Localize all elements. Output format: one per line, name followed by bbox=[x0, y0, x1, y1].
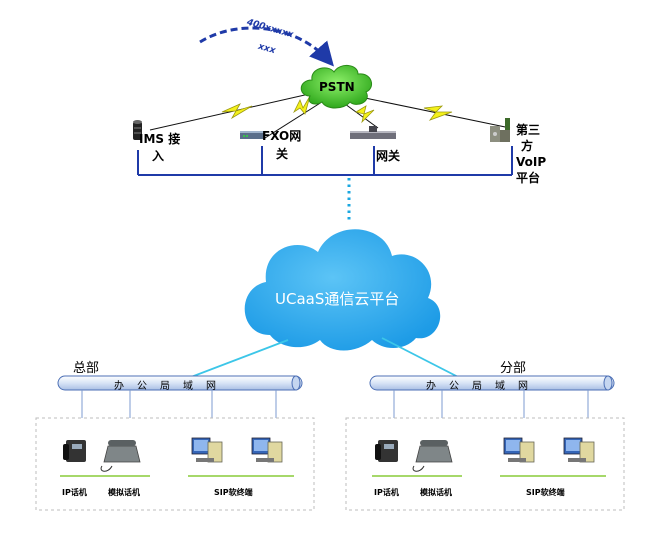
gateway-label: 网关 bbox=[376, 149, 401, 163]
lightning-icon bbox=[354, 105, 375, 124]
fxo-label-2: 关 bbox=[276, 147, 289, 161]
hq-sip-terminal-label: SIP软终端 bbox=[214, 488, 253, 497]
branch-lan-pipe bbox=[369, 375, 615, 391]
fxo-gateway-icon bbox=[240, 131, 264, 139]
voip-label-1: 第三 bbox=[516, 123, 541, 137]
lightning-icon bbox=[221, 103, 253, 120]
voip-label-4: 平台 bbox=[516, 171, 541, 185]
lightning-icon bbox=[423, 105, 453, 121]
ims-label-1: IMS 接 bbox=[139, 132, 181, 146]
hq-analog-phone-label: 模拟话机 bbox=[108, 488, 140, 497]
ims-label-2: 入 bbox=[152, 149, 165, 163]
voice-gateway-icon bbox=[350, 126, 396, 139]
voip-platform-icon bbox=[490, 118, 510, 142]
pstn-label: PSTN bbox=[319, 80, 355, 94]
access-bus bbox=[137, 146, 513, 176]
sip-terminal-icon bbox=[251, 437, 283, 463]
hq-lan-label: 办公局域网 bbox=[114, 381, 229, 392]
ip-phone-icon bbox=[63, 440, 86, 462]
sip-terminal-icon bbox=[563, 437, 595, 463]
branch-drop-lines bbox=[393, 390, 589, 418]
hq-ip-phone-label: IP话机 bbox=[62, 488, 87, 497]
sip-terminal-icon bbox=[191, 437, 223, 463]
branch-ip-phone-label: IP话机 bbox=[374, 488, 399, 497]
hq-title: 总部 bbox=[73, 361, 100, 376]
hq-devices bbox=[60, 437, 294, 477]
ip-phone-icon bbox=[375, 440, 398, 462]
pstn-cloud bbox=[300, 65, 373, 109]
dial-arrow bbox=[199, 26, 334, 67]
branch-site-box bbox=[345, 417, 625, 511]
ims-server-icon bbox=[133, 120, 142, 140]
branch-analog-phone-label: 模拟话机 bbox=[420, 488, 452, 497]
branch-sip-terminal-label: SIP软终端 bbox=[526, 488, 565, 497]
ucaas-cloud bbox=[244, 229, 441, 351]
analog-phone-icon bbox=[100, 440, 141, 472]
hq-site-box bbox=[35, 417, 315, 511]
sip-terminal-icon bbox=[503, 437, 535, 463]
lightning-icons bbox=[221, 95, 453, 124]
ucaas-label: UCaaS通信云平台 bbox=[275, 290, 400, 308]
branch-title: 分部 bbox=[500, 361, 527, 376]
analog-phone-icon bbox=[412, 440, 453, 472]
cloud-site-links bbox=[177, 337, 469, 383]
branch-lan-label: 办公局域网 bbox=[426, 381, 541, 392]
fxo-label-1: FXO网 bbox=[262, 129, 302, 143]
hq-lan-pipe bbox=[57, 375, 303, 391]
voip-label-2: 方 bbox=[521, 139, 534, 153]
voip-label-3: VoIP bbox=[516, 155, 547, 169]
branch-devices bbox=[372, 437, 606, 477]
hq-drop-lines bbox=[81, 390, 277, 418]
